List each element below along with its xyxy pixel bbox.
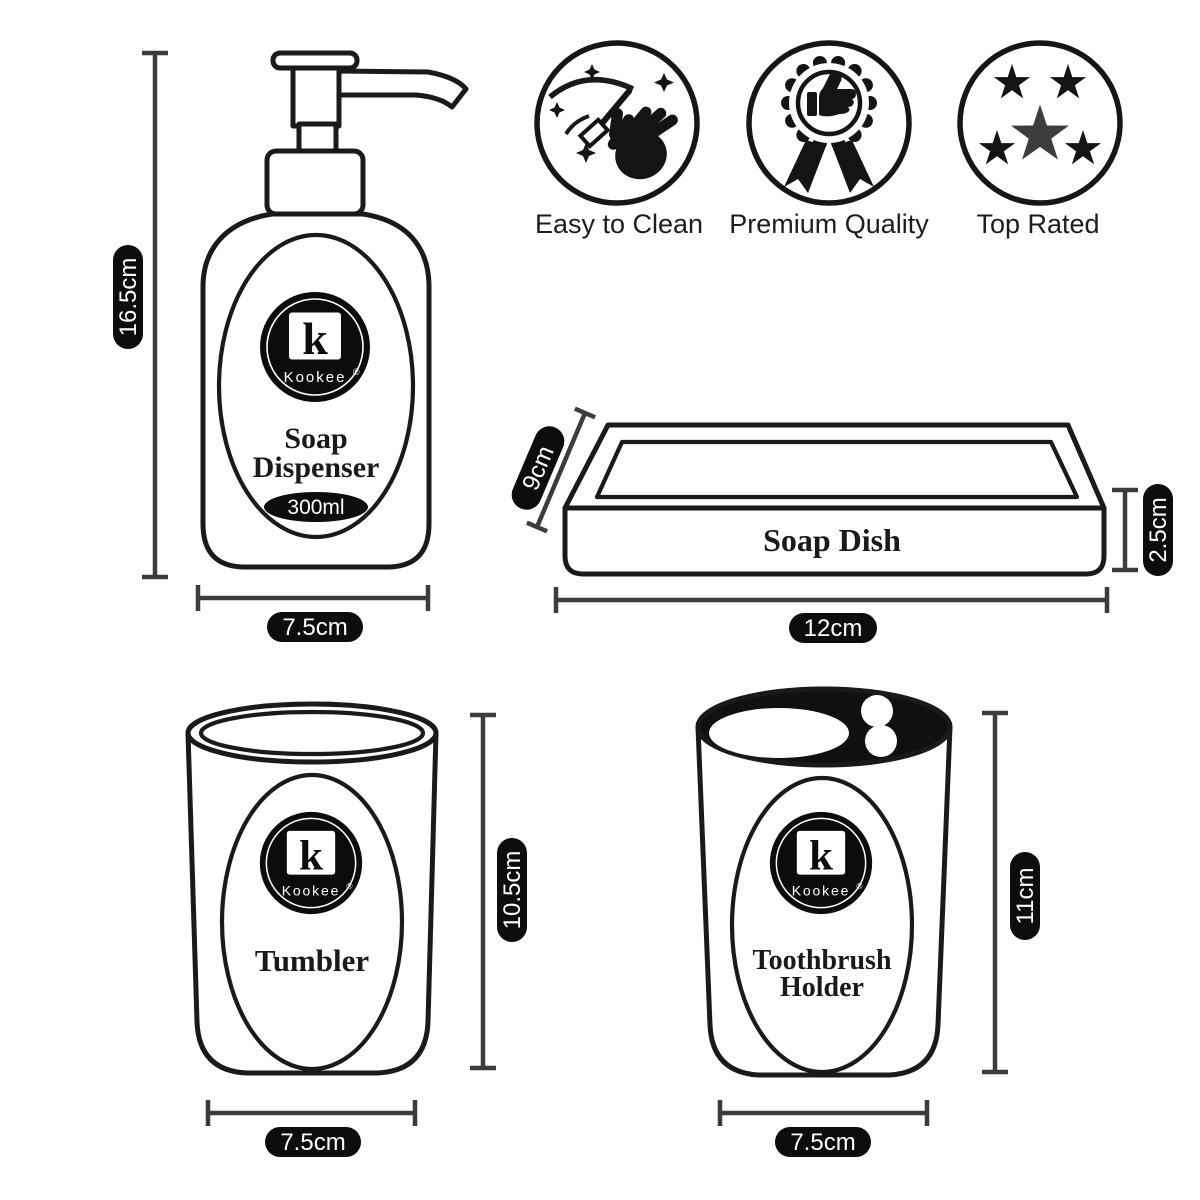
capacity-badge <box>264 492 368 522</box>
tumbler-drawing: k Kookee ® Tumbler <box>185 701 439 1076</box>
badge-top-rated: Top Rated <box>957 40 1123 239</box>
height-dim-label: 11cm <box>1012 868 1039 925</box>
logo-wordmark: Kookee <box>282 883 340 899</box>
registered-mark: ® <box>346 881 353 891</box>
logo-k-glyph: k <box>809 833 833 880</box>
sparkles <box>549 64 674 163</box>
hand-sparkle-icon <box>548 64 678 180</box>
product-name-line1: Soap <box>284 422 347 455</box>
width-dim-label: 7.5cm <box>280 1129 345 1156</box>
product-name-line2: Holder <box>780 972 864 1003</box>
badge-label: Top Rated <box>976 209 1099 239</box>
five-stars-icon <box>978 64 1102 169</box>
thumbs-up-medal-icon <box>781 56 877 193</box>
width-dim-label: 7.5cm <box>282 614 347 641</box>
pump-cap <box>270 50 360 71</box>
width-dim-label: 12cm <box>804 615 863 642</box>
registered-mark: ® <box>353 367 360 377</box>
toothbrush-holder-drawing: k Kookee ® Toothbrush Holder <box>695 686 953 1078</box>
soap-dispenser-drawing: k Kookee ® Soap Dispenser 300ml <box>200 50 469 570</box>
height-dim-label: 16.5cm <box>115 258 142 337</box>
kookee-logo: k Kookee ® <box>259 811 363 915</box>
product-name-line1: Toothbrush <box>752 945 891 976</box>
width-dim-label: 7.5cm <box>790 1129 855 1156</box>
pump-spout <box>336 68 469 110</box>
label-oval <box>219 772 405 1072</box>
logo-square <box>289 312 341 360</box>
logo-ring <box>266 298 364 396</box>
dish-inner-rim <box>594 439 1080 500</box>
logo-ring <box>775 817 867 909</box>
product-name: Soap Dish <box>763 522 901 558</box>
soap-dish-width-dim: 12cm <box>553 587 1110 643</box>
pump-collar <box>264 148 366 217</box>
soap-dish-height-dim: 2.5cm <box>1112 484 1173 576</box>
logo-wordmark: Kookee <box>284 369 347 386</box>
holder-big-hole <box>709 708 849 758</box>
soap-dispenser-height-dim: 16.5cm <box>113 50 168 580</box>
badge-label: Easy to Clean <box>535 209 703 239</box>
logo-square <box>796 830 846 875</box>
big-center-star <box>1000 93 1080 169</box>
logo-k-glyph: k <box>299 833 323 880</box>
badge-label: Premium Quality <box>729 209 929 239</box>
pump-stem <box>290 61 342 129</box>
logo-k-glyph: k <box>302 313 328 364</box>
tumbler-rim-inner <box>198 709 426 757</box>
holder-brush-hole-2 <box>865 725 897 757</box>
logo-square <box>286 830 336 875</box>
badge-easy-to-clean: Easy to Clean <box>534 40 703 239</box>
kookee-logo: k Kookee ® <box>769 811 873 915</box>
registered-mark: ® <box>856 881 863 891</box>
capacity-label: 300ml <box>287 496 344 519</box>
height-dim-label: 2.5cm <box>1145 497 1172 562</box>
tumbler-width-dim: 7.5cm <box>205 1100 418 1157</box>
height-dim-label: 10.5cm <box>499 851 526 930</box>
toothbrush-holder-height-dim: 11cm <box>982 710 1040 1075</box>
kookee-logo: k Kookee ® <box>260 292 370 402</box>
soap-dish-depth-dim: 9cm <box>511 406 596 534</box>
dish-body <box>562 422 1107 577</box>
tumbler-rim-outer <box>185 701 439 765</box>
badge-premium-quality: Premium Quality <box>729 40 929 239</box>
tumbler-height-dim: 10.5cm <box>470 712 527 1071</box>
holder-brush-hole-1 <box>861 695 893 727</box>
soap-dispenser-width-dim: 7.5cm <box>195 585 431 642</box>
label-oval <box>216 232 416 540</box>
soap-dish-drawing: Soap Dish <box>562 422 1107 577</box>
logo-wordmark: Kookee <box>792 883 850 899</box>
logo-ring <box>265 817 357 909</box>
toothbrush-holder-width-dim: 7.5cm <box>717 1100 930 1157</box>
product-name-line2: Dispenser <box>253 451 380 484</box>
label-oval <box>729 775 915 1075</box>
product-name: Tumbler <box>255 943 370 978</box>
